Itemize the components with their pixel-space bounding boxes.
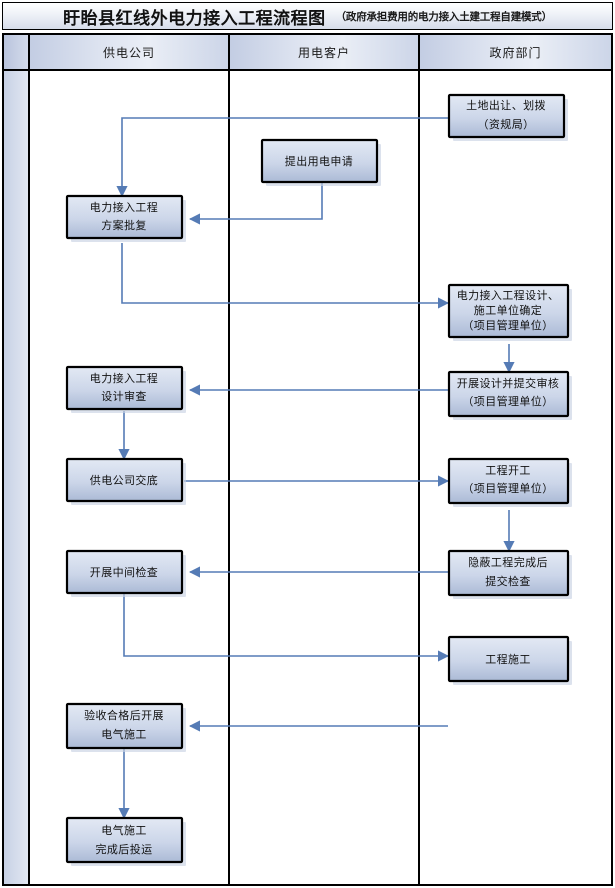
page-subtitle: （政府承担费用的电力接入土建工程自建模式） (335, 10, 553, 23)
node-concealed-works-inspection-request[interactable]: 隐蔽工程完成后 提交检查 (447, 549, 572, 599)
page-title: 盱眙县红线外电力接入工程流程图 (63, 8, 326, 29)
lane-header-stub (4, 35, 30, 71)
node-commissioning[interactable]: 电气施工 完成后投运 (65, 816, 186, 866)
lane-header-supplier-label: 供电公司 (102, 45, 155, 60)
lane-header-customer[interactable]: 用电客户 (230, 35, 420, 71)
node-construction-start[interactable]: 工程开工 （项目管理单位） (447, 457, 572, 507)
node-design-review[interactable]: 电力接入工程 设计审查 (65, 365, 186, 413)
lane-header-customer-label: 用电客户 (297, 45, 350, 60)
diagram-title-bar: 盱眙县红线外电力接入工程流程图 （政府承担费用的电力接入土建工程自建模式） (2, 2, 613, 30)
lane-header-government-label: 政府部门 (489, 45, 542, 60)
node-electrical-works-after-acceptance[interactable]: 验收合格后开展 电气施工 (65, 702, 186, 752)
lane-header-supplier[interactable]: 供电公司 (30, 35, 230, 71)
node-plan-approval[interactable]: 电力接入工程 方案批复 (65, 194, 186, 242)
lane-body-stub (4, 71, 30, 884)
lane-body-customer (230, 71, 420, 884)
node-interim-inspection[interactable]: 开展中间检查 (65, 549, 186, 597)
node-project-construction[interactable]: 工程施工 (447, 635, 572, 685)
node-design-contractor-selection[interactable]: 电力接入工程设计、 施工单位确定 （项目管理单位） (447, 283, 572, 341)
node-supplier-briefing[interactable]: 供电公司交底 (65, 457, 186, 505)
node-design-submission[interactable]: 开展设计并提交审核 （项目管理单位） (447, 370, 572, 420)
lane-header-government[interactable]: 政府部门 (420, 35, 611, 71)
node-land-transfer[interactable]: 土地出让、划拨 （资规局） (447, 93, 568, 141)
node-apply-power[interactable]: 提出用电申请 (260, 138, 381, 186)
